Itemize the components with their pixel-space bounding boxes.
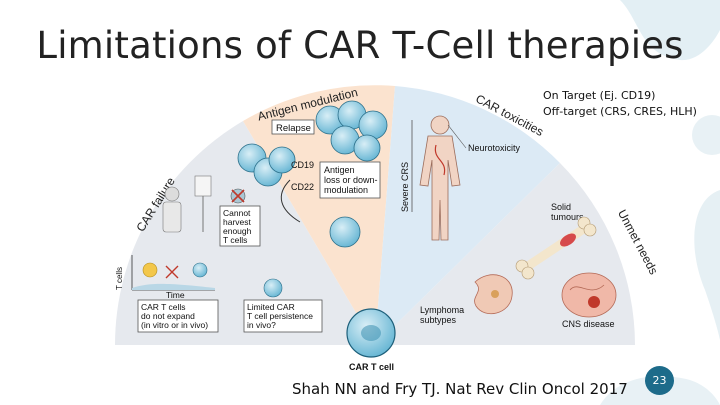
severe-crs-label: Severe CRS (400, 162, 410, 212)
car-t-cell-label: CAR T cell (349, 362, 394, 372)
relapse-arrow (280, 179, 301, 223)
car-t-cell-small-2 (263, 278, 283, 298)
solid-tumours-line2: tumours (551, 212, 584, 222)
cd-cell-cluster (237, 143, 296, 187)
cannot-harvest-line2: harvest (223, 217, 252, 227)
lymphoma-line2: subtypes (420, 315, 457, 325)
solid-tumours-line1: Solid (551, 202, 571, 212)
cannot-harvest-line4: T cells (223, 235, 247, 245)
lymphoma-line1: Lymphoma (420, 305, 464, 315)
limited-persistence-box (243, 299, 323, 333)
no-expand-line3: (in vitro or in vivo) (141, 320, 208, 330)
cannot-harvest-box (219, 205, 261, 247)
antigen-loss-line3: modulation (324, 185, 368, 195)
antigen-loss-line2: loss or down- (324, 175, 378, 185)
relapse-label: Relapse (276, 123, 311, 134)
note-line-off-target: Off-target (CRS, CRES, HLH) (543, 105, 697, 118)
cross-icon (231, 189, 245, 203)
toxicity-note: On Target (Ej. CD19) Off-target (CRS, CR… (543, 88, 697, 120)
limited-line2: T cell persistence (247, 311, 313, 321)
slide-title: Limitations of CAR T-Cell therapies (36, 24, 684, 67)
car-t-cell-small-1 (329, 216, 361, 248)
t-cells-axis-label: T cells (115, 267, 124, 290)
antigen-loss-line1: Antigen (324, 165, 355, 175)
decor-blob-top (620, 0, 720, 61)
no-expand-box (137, 299, 219, 333)
time-axis-label: Time (166, 290, 185, 300)
sector-car-toxicities (375, 86, 560, 345)
decor-circle-right (692, 115, 720, 155)
t-cell-expansion-chart (131, 255, 215, 291)
note-line-on-target: On Target (Ej. CD19) (543, 89, 656, 102)
no-expand-line1: CAR T cells (141, 302, 186, 312)
cd22-label: CD22 (291, 182, 314, 192)
no-expand-line2: do not expand (141, 311, 195, 321)
human-body-figure (419, 115, 461, 241)
citation: Shah NN and Fry TJ. Nat Rev Clin Oncol 2… (292, 380, 628, 398)
limited-line1: Limited CAR (247, 302, 295, 312)
patient-apheresis-icon (162, 175, 212, 233)
relapse-box (271, 119, 315, 135)
kidney-icon (474, 274, 513, 315)
bone-icon (515, 216, 597, 280)
decor-blob-lower (694, 190, 720, 340)
tumour-cell-cluster (315, 100, 388, 162)
neurotoxicity-label: Neurotoxicity (468, 143, 521, 153)
brain-icon (561, 272, 617, 318)
limited-line3: in vivo? (247, 320, 276, 330)
cannot-harvest-line3: enough (223, 226, 252, 236)
cns-disease-label: CNS disease (562, 319, 615, 329)
cannot-harvest-line1: Cannot (223, 208, 251, 218)
antigen-loss-box (319, 161, 381, 199)
page-number-badge: 23 (645, 366, 674, 395)
cd19-label: CD19 (291, 160, 314, 170)
